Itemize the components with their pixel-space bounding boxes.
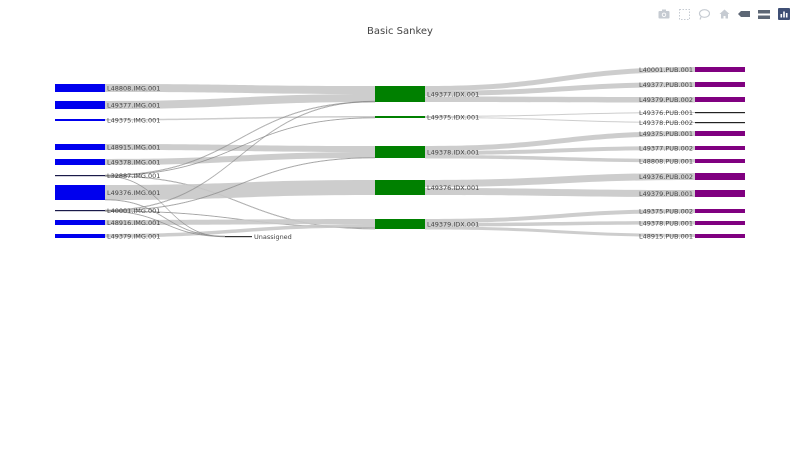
sankey-node[interactable]: L48808.IMG.001 xyxy=(55,84,160,93)
node-label: L49377.IMG.001 xyxy=(107,102,160,110)
sankey-link[interactable] xyxy=(425,131,695,151)
modebar xyxy=(656,6,792,22)
sankey-link[interactable] xyxy=(425,209,695,223)
sankey-link[interactable] xyxy=(104,101,376,176)
node-label: L49378.PUB.002 xyxy=(639,119,693,127)
sankey-node[interactable]: L49379.PUB.001 xyxy=(639,190,745,198)
sankey-node[interactable]: L49379.PUB.002 xyxy=(639,96,745,104)
node-label: L49377.PUB.001 xyxy=(639,81,693,89)
sankey-link[interactable] xyxy=(105,219,375,225)
node-label: L40001.PUB.001 xyxy=(639,66,693,74)
sankey-node[interactable]: L49377.IDX.001 xyxy=(375,86,479,102)
node-label: L49377.PUB.002 xyxy=(639,145,693,153)
sankey-link[interactable] xyxy=(105,224,375,238)
node-label: L49378.IDX.001 xyxy=(427,149,479,157)
node-label: Unassigned xyxy=(254,233,292,241)
sankey-node[interactable]: Unassigned xyxy=(225,233,292,241)
sankey-link[interactable] xyxy=(425,96,695,103)
node-label: L48915.PUB.001 xyxy=(639,233,693,241)
node-label: L49376.IMG.001 xyxy=(107,189,160,197)
sankey-link[interactable] xyxy=(105,152,375,165)
lasso-select-icon[interactable] xyxy=(696,6,712,22)
sankey-node[interactable]: L40001.PUB.001 xyxy=(639,66,745,74)
sankey-node[interactable]: L49375.PUB.001 xyxy=(639,130,745,138)
sankey-link[interactable] xyxy=(425,226,695,238)
node-label: L49378.IMG.001 xyxy=(107,159,160,167)
sankey-node[interactable]: L49376.IDX.001 xyxy=(375,180,479,195)
sankey-node[interactable]: L32887.IMG.001 xyxy=(55,172,160,180)
node-label: L49375.IMG.001 xyxy=(107,117,160,125)
sankey-link[interactable] xyxy=(105,84,375,94)
sankey-link[interactable] xyxy=(425,155,695,163)
sankey-link[interactable] xyxy=(104,199,226,237)
node-label: L49379.PUB.002 xyxy=(639,96,693,104)
sankey-link[interactable] xyxy=(425,82,695,96)
sankey-node[interactable]: L49377.PUB.002 xyxy=(639,145,745,153)
sankey-link[interactable] xyxy=(425,117,695,123)
node-label: L48915.IMG.001 xyxy=(107,144,160,152)
node-label: L49378.PUB.001 xyxy=(639,220,693,228)
sankey-node[interactable]: L49378.PUB.001 xyxy=(639,220,745,228)
sankey-link[interactable] xyxy=(425,67,695,91)
sankey-link[interactable] xyxy=(425,112,695,117)
node-label: L40001.IMG.001 xyxy=(107,207,160,215)
node-label: L49375.IDX.001 xyxy=(427,114,479,122)
node-label: L48808.PUB.001 xyxy=(639,158,693,166)
sankey-link[interactable] xyxy=(105,180,375,200)
sankey-node[interactable]: L49376.PUB.001 xyxy=(639,109,745,117)
box-select-icon[interactable] xyxy=(676,6,692,22)
node-label: L49375.PUB.001 xyxy=(639,130,693,138)
node-label: L48808.IMG.001 xyxy=(107,85,160,93)
sankey-node[interactable]: L48915.IMG.001 xyxy=(55,144,160,152)
sankey-node[interactable]: L49375.PUB.002 xyxy=(639,208,745,216)
sankey-node[interactable]: L49379.IDX.001 xyxy=(375,219,479,229)
node-label: L49379.IMG.001 xyxy=(107,233,160,241)
node-label: L49379.IDX.001 xyxy=(427,221,479,229)
sankey-node[interactable]: L49377.PUB.001 xyxy=(639,81,745,89)
sankey-node[interactable]: L49377.IMG.001 xyxy=(55,101,160,110)
sankey-node[interactable]: L48808.PUB.001 xyxy=(639,158,745,166)
sankey-link[interactable] xyxy=(105,116,375,121)
sankey-nodes: L48808.IMG.001L49377.IMG.001L49375.IMG.0… xyxy=(55,66,745,241)
plotly-logo-icon[interactable] xyxy=(776,6,792,22)
chart-title: Basic Sankey xyxy=(367,26,433,37)
node-label: L49377.IDX.001 xyxy=(427,91,479,99)
camera-icon[interactable] xyxy=(656,6,672,22)
node-label: L49376.PUB.001 xyxy=(639,109,693,117)
hover-closest-icon[interactable] xyxy=(736,6,752,22)
sankey-link[interactable] xyxy=(425,173,695,187)
sankey-node[interactable]: L49376.PUB.002 xyxy=(639,173,745,181)
sankey-node[interactable]: L40001.IMG.001 xyxy=(55,207,160,215)
node-label: L49376.PUB.002 xyxy=(639,173,693,181)
sankey-node[interactable]: L48916.IMG.001 xyxy=(55,219,160,227)
node-label: L48916.IMG.001 xyxy=(107,219,160,227)
node-label: L32887.IMG.001 xyxy=(107,172,160,180)
sankey-node[interactable]: L49379.IMG.001 xyxy=(55,233,160,241)
sankey-node[interactable]: L49375.IMG.001 xyxy=(55,117,160,125)
sankey-links xyxy=(104,67,695,238)
sankey-node[interactable]: L49378.IDX.001 xyxy=(375,146,479,158)
node-label: L49376.IDX.001 xyxy=(427,184,479,192)
sankey-link[interactable] xyxy=(425,221,695,227)
sankey-node[interactable]: L48915.PUB.001 xyxy=(639,233,745,241)
hover-compare-icon[interactable] xyxy=(756,6,772,22)
sankey-link[interactable] xyxy=(425,146,695,155)
node-label: L49379.PUB.001 xyxy=(639,190,693,198)
sankey-link[interactable] xyxy=(105,94,375,109)
home-icon[interactable] xyxy=(716,6,732,22)
sankey-node[interactable]: L49378.PUB.002 xyxy=(639,119,745,127)
sankey-link[interactable] xyxy=(425,188,695,197)
sankey-node[interactable]: L49378.IMG.001 xyxy=(55,159,160,167)
node-label: L49375.PUB.002 xyxy=(639,208,693,216)
sankey-node[interactable]: L49376.IMG.001 xyxy=(55,185,160,200)
sankey-link[interactable] xyxy=(105,144,375,152)
sankey-node[interactable]: L49375.IDX.001 xyxy=(375,114,479,122)
